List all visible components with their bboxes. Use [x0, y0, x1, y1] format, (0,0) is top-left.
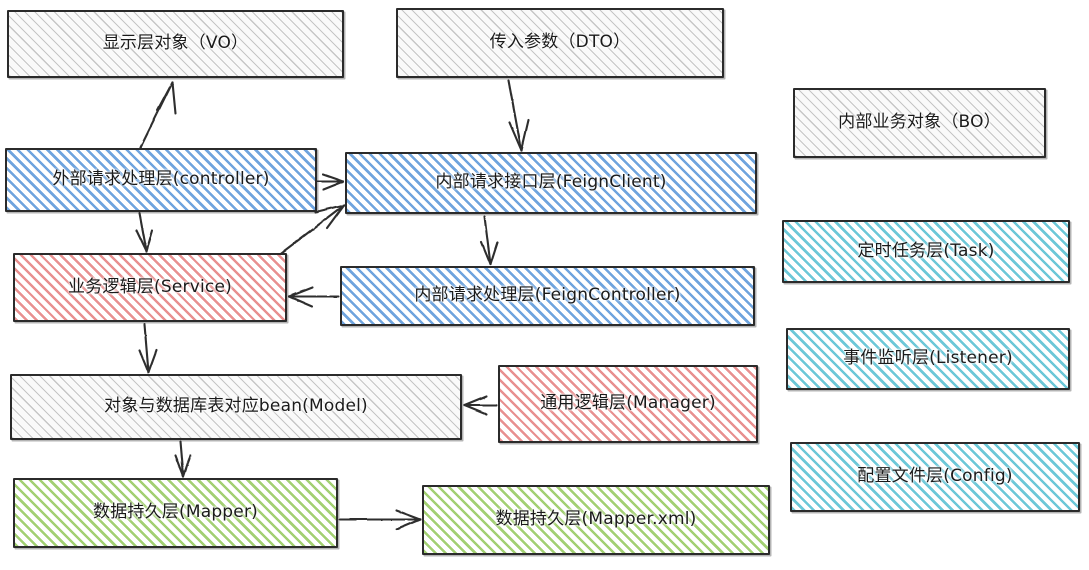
- node-label-manager: 通用逻辑层(Manager): [540, 393, 716, 414]
- edge-model-to-mapper: [173, 439, 192, 478]
- edge-feigncontroller-to-service: [287, 285, 340, 308]
- node-mapperxml[interactable]: 数据持久层(Mapper.xml): [422, 485, 770, 555]
- node-label-controller: 外部请求处理层(controller): [52, 169, 270, 190]
- node-label-service: 业务逻辑层(Service): [68, 276, 232, 297]
- edge-feignclient-to-feigncontroller: [479, 214, 499, 266]
- node-task[interactable]: 定时任务层(Task): [782, 220, 1070, 283]
- node-label-listener: 事件监听层(Listener): [843, 348, 1013, 369]
- node-vo[interactable]: 显示层对象（VO）: [7, 10, 344, 78]
- node-controller[interactable]: 外部请求处理层(controller): [5, 148, 317, 212]
- edge-service-to-model: [137, 322, 158, 374]
- node-bo[interactable]: 内部业务对象（BO）: [793, 88, 1046, 158]
- node-label-task: 定时任务层(Task): [857, 240, 995, 261]
- edge-manager-to-model: [462, 394, 498, 416]
- node-listener[interactable]: 事件监听层(Listener): [786, 328, 1070, 390]
- node-dto[interactable]: 传入参数（DTO）: [396, 8, 724, 78]
- node-model[interactable]: 对象与数据库表对应bean(Model): [10, 374, 462, 440]
- node-label-mapperxml: 数据持久层(Mapper.xml): [495, 509, 697, 530]
- node-config[interactable]: 配置文件层(Config): [790, 442, 1080, 512]
- node-feigncontroller[interactable]: 内部请求处理层(FeignController): [340, 266, 755, 326]
- node-label-feigncontroller: 内部请求处理层(FeignController): [414, 285, 681, 306]
- edge-controller-to-service: [134, 211, 154, 253]
- node-label-vo: 显示层对象（VO）: [102, 33, 249, 54]
- node-label-mapper: 数据持久层(Mapper): [93, 502, 258, 523]
- node-label-dto: 传入参数（DTO）: [489, 32, 631, 53]
- edge-controller-to-feignclient: [311, 172, 345, 191]
- node-label-config: 配置文件层(Config): [857, 466, 1013, 487]
- edge-mapper-to-mapperxml: [337, 508, 422, 531]
- node-manager[interactable]: 通用逻辑层(Manager): [498, 365, 758, 443]
- node-service[interactable]: 业务逻辑层(Service): [13, 253, 287, 322]
- edge-service-to-feignclient: [275, 203, 346, 258]
- edge-controller-to-vo: [138, 80, 177, 149]
- node-feignclient[interactable]: 内部请求接口层(FeignClient): [345, 152, 757, 214]
- node-label-model: 对象与数据库表对应bean(Model): [104, 396, 368, 417]
- node-label-bo: 内部业务对象（BO）: [838, 112, 1001, 133]
- node-mapper[interactable]: 数据持久层(Mapper): [13, 478, 338, 548]
- node-label-feignclient: 内部请求接口层(FeignClient): [435, 172, 667, 193]
- edge-dto-to-feignclient: [506, 78, 530, 152]
